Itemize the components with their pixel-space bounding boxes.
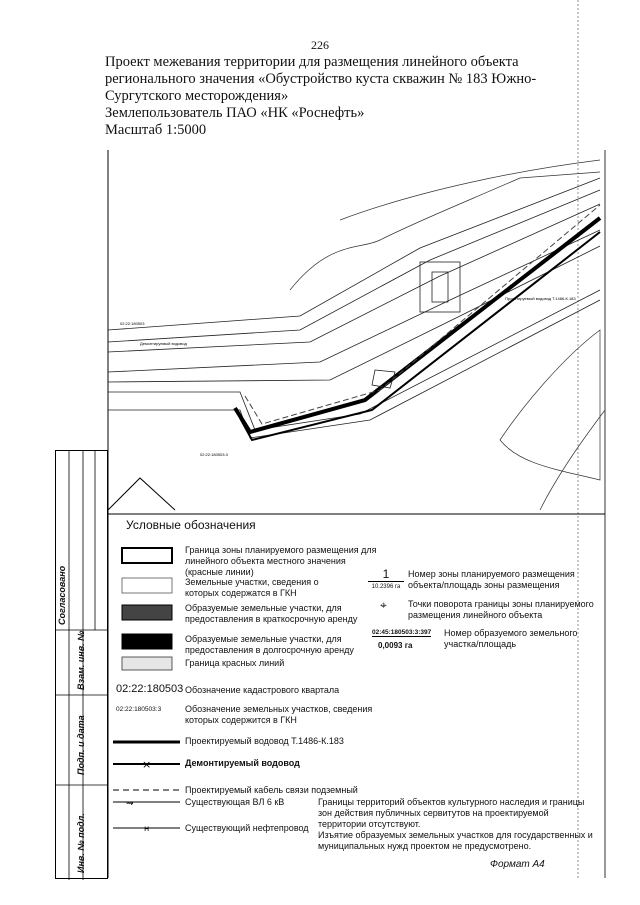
format-label: Формат А4 — [490, 859, 545, 870]
legend-text: Существующая ВЛ 6 кВ — [185, 797, 285, 807]
contour-line — [539, 409, 606, 511]
note-line: зон действия публичных сервитутов на про… — [318, 808, 549, 818]
legend-item-red-lines: Граница красных линий — [185, 658, 385, 669]
contour-line — [289, 171, 601, 291]
short-lease-parcel-symbol — [121, 604, 173, 621]
cadastral-quarter-symbol: 02:22:180503 — [116, 683, 184, 695]
notes-block: Границы территорий объектов культурного … — [318, 797, 603, 852]
title-line: Проект межевания территории для размещен… — [105, 54, 519, 70]
title-line: Сургутского месторождения» — [105, 88, 289, 104]
cable-line — [244, 204, 601, 425]
cross-icon: × — [142, 758, 151, 771]
title-line: Землепользователь ПАО «НК «Роснефть» — [105, 105, 365, 121]
legend-text: Обозначение кадастрового квартала — [185, 685, 340, 695]
new-parcel-area-symbol: 0,0093 га — [378, 641, 413, 650]
map-label: Проектируемый водовод Т.1486-К.183 — [505, 296, 576, 301]
legend-text: (красные линии) — [185, 567, 254, 577]
legend-text: которых содержится в ГКН — [185, 715, 297, 725]
legend-item-cable: Проектируемый кабель связи подземный — [185, 785, 385, 796]
page-number: 226 — [311, 38, 329, 52]
projected-pipeline-line — [233, 216, 602, 435]
legend-symbols: × ⇝ н — [113, 547, 180, 833]
note-line: Изъятие образуемых земельных участков дл… — [318, 830, 593, 840]
legend-item-power-line: Существующая ВЛ 6 кВ — [185, 797, 315, 808]
legend-text: Номер зоны планируемого размещения — [408, 569, 575, 579]
zone-number-symbol: 1 — [368, 567, 404, 582]
document-title: Проект межевания территории для размещен… — [105, 54, 537, 139]
side-label-original-inventory: Инв. № подл. — [76, 813, 86, 873]
legend-text: Земельные участки, сведения о — [185, 577, 319, 587]
map-label: Демонтируемый водовод — [140, 341, 188, 346]
legend-text: Существующий нефтепровод — [185, 823, 309, 833]
legend-item-short-lease: Образуемые земельные участки, для предос… — [185, 603, 385, 625]
legend-item-zone-number: Номер зоны планируемого размещения объек… — [408, 569, 578, 591]
triangle-shape — [107, 477, 176, 511]
legend-item-gkn-parcels: Земельные участки, сведения о которых со… — [185, 577, 365, 599]
title-line: регионального значения «Обустройство кус… — [105, 71, 537, 87]
corridor-lines — [107, 177, 601, 439]
parcel-area — [371, 369, 396, 389]
legend-item-projected-pipeline: Проектируемый водовод Т.1486-К.183 — [185, 736, 385, 747]
stamp-table — [55, 450, 108, 880]
new-parcel-number-symbol: 02:45:180503:3:397 — [372, 629, 432, 637]
legend-item-cadastral-quarter: Обозначение кадастрового квартала — [185, 685, 385, 696]
legend-item-planning-zone: Граница зоны планируемого размещения для… — [185, 545, 385, 578]
side-label-signature-date: Подп. и дата — [76, 715, 86, 775]
zone-area-symbol: 10.2396 га — [371, 584, 401, 590]
legend-text: объекта/площадь зоны размещения — [408, 580, 560, 590]
cadastral-parcel-symbol — [121, 577, 173, 594]
legend-title: Условные обозначения — [126, 518, 256, 532]
legend-text: Образуемые земельные участки, для — [185, 634, 342, 644]
legend-text: предоставления в долгосрочную аренду — [185, 645, 354, 655]
legend-item-turn-points: Точки поворота границы зоны планируемого… — [408, 599, 608, 621]
note-line: Границы территорий объектов культурного … — [318, 797, 585, 807]
note-line: муниципальных нужд проектом не предусмот… — [318, 841, 532, 851]
title-line: Масштаб 1:5000 — [105, 122, 207, 138]
legend-text: Номер образуемого земельного — [444, 628, 578, 638]
legend-text: Проектируемый кабель связи подземный — [185, 785, 358, 795]
oil-pipeline-mark-icon: н — [144, 824, 149, 833]
parcel-number-symbol: 02:22:180503:3 — [116, 706, 162, 713]
legend-item-removed-pipeline: Демонтируемый водовод — [185, 758, 385, 769]
red-line-boundary-symbol — [121, 656, 173, 671]
legend-text: Точки поворота границы зоны планируемого — [408, 599, 594, 609]
legend-text: Проектируемый водовод Т.1486-К.183 — [185, 736, 344, 746]
map-label: 02:22:180503 — [120, 321, 145, 326]
planning-zone-symbol — [121, 547, 173, 564]
legend-text: Обозначение земельных участков, сведения — [185, 704, 373, 714]
legend-text: линейного объекта местного значения — [185, 556, 346, 566]
long-lease-parcel-symbol — [121, 633, 173, 650]
legend-text: предоставления в краткосрочную аренду — [185, 614, 358, 624]
legend-text: Демонтируемый водовод — [185, 758, 300, 768]
map-label: 02:22:180503:3 — [200, 452, 229, 457]
side-label-agreed: Согласовано — [57, 565, 67, 625]
contour-line — [339, 159, 601, 221]
legend-text: участка/площадь — [444, 639, 517, 649]
side-label-replacement-inventory: Взам. инв. № — [76, 630, 86, 690]
note-line: территории отсутствуют. — [318, 819, 421, 829]
legend-item-oil-pipeline: Существующий нефтепровод — [185, 823, 315, 834]
legend-text: Граница красных линий — [185, 658, 285, 668]
existing-pipeline-line — [239, 231, 601, 442]
legend-item-new-parcel-number: Номер образуемого земельного участка/пло… — [444, 628, 584, 650]
turn-point-icon: ⌖ — [380, 598, 387, 612]
well-pad-area — [431, 271, 449, 303]
legend-item-long-lease: Образуемые земельные участки, для предос… — [185, 634, 385, 656]
legend-text: Образуемые земельные участки, для — [185, 603, 342, 613]
legend-item-gkn-parcel-number: Обозначение земельных участков, сведения… — [185, 704, 385, 726]
contour-line — [499, 329, 601, 481]
legend-text: которых содержатся в ГКН — [185, 588, 297, 598]
legend-text: Граница зоны планируемого размещения для — [185, 545, 377, 555]
legend-text: размещения линейного объекта — [408, 610, 543, 620]
power-line-arrow-icon: ⇝ — [126, 799, 134, 809]
well-pad-area — [419, 261, 461, 313]
